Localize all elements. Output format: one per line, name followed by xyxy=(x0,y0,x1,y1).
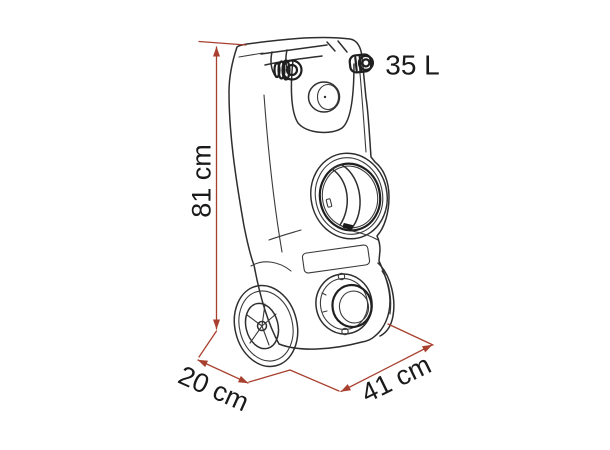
depth-dimension-line xyxy=(197,359,291,384)
rear-wheel xyxy=(377,262,395,337)
top-chamfer-line xyxy=(238,52,264,58)
main-cap xyxy=(310,152,388,240)
height-dimension-line xyxy=(198,40,247,358)
left-hose-cap xyxy=(273,59,303,81)
capacity-label: 35 L xyxy=(385,50,440,81)
front-edge-crease xyxy=(263,94,283,253)
label-plate xyxy=(301,244,371,274)
ledge-line-left xyxy=(268,229,302,241)
wheel-fender-line xyxy=(250,261,292,272)
width-dimension-label: 41 cm xyxy=(356,349,435,408)
depth-dimension-label: 20 cm xyxy=(174,360,253,417)
front-wheel xyxy=(233,284,299,368)
ledge-line-right xyxy=(351,230,379,241)
filler-port xyxy=(307,81,341,113)
drain-fitting xyxy=(315,272,373,336)
right-hose-cap xyxy=(348,53,375,74)
width-dimension-line xyxy=(289,323,434,393)
tank-illustration xyxy=(228,36,395,368)
height-dimension-label: 81 cm xyxy=(187,144,217,218)
right-chamfer-line xyxy=(358,61,367,153)
dimension-annotations xyxy=(197,40,434,393)
tank-body xyxy=(228,36,391,350)
top-recess-panel xyxy=(290,59,355,134)
